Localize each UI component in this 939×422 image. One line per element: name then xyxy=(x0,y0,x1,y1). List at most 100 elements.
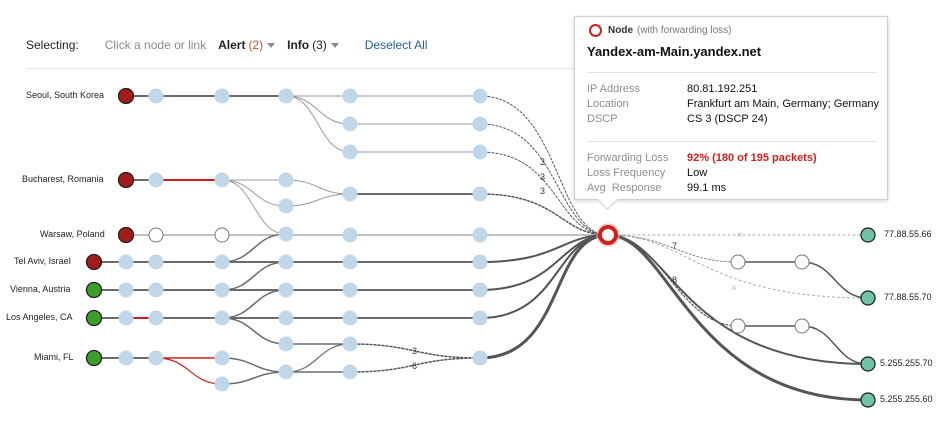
link[interactable] xyxy=(349,357,481,373)
hop-node[interactable] xyxy=(118,254,134,270)
source-label[interactable]: Seoul, South Korea xyxy=(26,90,105,100)
source-label[interactable]: Los Angeles, CA xyxy=(6,312,73,322)
source-node-warsaw[interactable] xyxy=(117,226,135,244)
link[interactable] xyxy=(285,193,351,207)
destination-node[interactable] xyxy=(860,290,876,306)
hop-node[interactable] xyxy=(214,310,230,326)
link[interactable] xyxy=(285,343,351,373)
link[interactable] xyxy=(221,179,287,207)
hop-node[interactable] xyxy=(278,364,294,380)
hop-node[interactable] xyxy=(342,310,358,326)
hop-node[interactable] xyxy=(118,310,134,326)
hop-node[interactable] xyxy=(214,282,230,298)
destination-label[interactable]: 77.88.55.66 xyxy=(884,229,932,239)
hop-node[interactable] xyxy=(278,226,294,242)
link[interactable] xyxy=(349,343,481,359)
hop-node[interactable] xyxy=(278,88,294,104)
link[interactable] xyxy=(607,234,869,365)
link[interactable] xyxy=(221,289,287,319)
hop-node[interactable] xyxy=(118,282,134,298)
link[interactable] xyxy=(285,179,351,195)
hop-node[interactable] xyxy=(472,88,488,104)
hop-node[interactable] xyxy=(214,376,230,392)
hop-node[interactable] xyxy=(148,350,164,366)
link[interactable] xyxy=(479,123,609,236)
destination-label[interactable]: 5.255.255.60 xyxy=(880,394,933,404)
destination-node[interactable] xyxy=(860,227,876,243)
loss-link[interactable] xyxy=(155,357,223,385)
destination-label[interactable]: 5.255.255.70 xyxy=(880,358,933,368)
hop-node[interactable] xyxy=(472,227,488,243)
hop-node[interactable] xyxy=(472,350,488,366)
hop-node[interactable] xyxy=(342,144,358,160)
hop-node[interactable] xyxy=(148,254,164,270)
deselect-all-link[interactable]: Deselect All xyxy=(364,38,428,52)
hop-node[interactable] xyxy=(472,186,488,202)
hop-node[interactable] xyxy=(472,116,488,132)
source-node-los-angeles[interactable] xyxy=(85,309,103,327)
source-node-miami[interactable] xyxy=(85,349,103,367)
hop-node[interactable] xyxy=(148,172,164,188)
source-node-bucharest[interactable] xyxy=(117,171,135,189)
hop-node[interactable] xyxy=(472,310,488,326)
destination-node[interactable] xyxy=(860,356,876,372)
source-node-tel-aviv[interactable] xyxy=(85,253,103,271)
hop-node[interactable] xyxy=(214,88,230,104)
hop-node[interactable] xyxy=(118,350,134,366)
source-label[interactable]: Tel Aviv, Israel xyxy=(14,256,71,266)
hop-node[interactable] xyxy=(342,116,358,132)
hop-node[interactable] xyxy=(148,310,164,326)
hop-node[interactable] xyxy=(342,186,358,202)
hop-node[interactable] xyxy=(342,88,358,104)
link[interactable] xyxy=(607,234,739,263)
hop-node[interactable] xyxy=(278,310,294,326)
link[interactable] xyxy=(801,261,869,299)
link[interactable] xyxy=(221,233,287,263)
hop-node[interactable] xyxy=(278,254,294,270)
destination-label[interactable]: 77.88.55.70 xyxy=(884,292,932,302)
source-label[interactable]: Bucharest, Romania xyxy=(22,174,104,184)
hop-node[interactable] xyxy=(278,198,294,214)
link[interactable] xyxy=(479,234,609,291)
source-label[interactable]: Warsaw, Poland xyxy=(40,229,105,239)
source-label[interactable]: Vienna, Austria xyxy=(10,284,71,294)
hop-node[interactable] xyxy=(472,254,488,270)
unresponsive-node[interactable] xyxy=(794,318,810,334)
unresponsive-node[interactable] xyxy=(794,254,810,270)
hop-node[interactable] xyxy=(278,336,294,352)
hop-node[interactable] xyxy=(148,282,164,298)
selected-node-ring-icon[interactable] xyxy=(598,225,618,245)
hop-node[interactable] xyxy=(214,350,230,366)
link[interactable] xyxy=(479,193,609,236)
unresponsive-node[interactable] xyxy=(148,227,164,243)
unresponsive-node[interactable] xyxy=(730,318,746,334)
link[interactable] xyxy=(479,234,609,319)
hop-node[interactable] xyxy=(342,254,358,270)
link[interactable] xyxy=(606,233,870,402)
hop-node[interactable] xyxy=(214,254,230,270)
hop-node[interactable] xyxy=(214,172,230,188)
link[interactable] xyxy=(221,179,287,235)
link[interactable] xyxy=(221,371,287,385)
hop-node[interactable] xyxy=(278,172,294,188)
link[interactable] xyxy=(479,95,609,236)
link[interactable] xyxy=(221,357,287,373)
hop-node[interactable] xyxy=(472,282,488,298)
link[interactable] xyxy=(479,151,609,236)
info-filter-dropdown[interactable]: Info (3) xyxy=(287,38,339,52)
source-label[interactable]: Miami, FL xyxy=(34,352,74,362)
link[interactable] xyxy=(801,325,869,365)
alert-filter-dropdown[interactable]: Alert (2) xyxy=(218,38,276,52)
hop-node[interactable] xyxy=(342,227,358,243)
hop-node[interactable] xyxy=(472,144,488,160)
hop-node[interactable] xyxy=(342,282,358,298)
hop-node[interactable] xyxy=(342,364,358,380)
source-node-seoul[interactable] xyxy=(117,87,135,105)
unresponsive-node[interactable] xyxy=(214,227,230,243)
unresponsive-node[interactable] xyxy=(730,254,746,270)
hop-node[interactable] xyxy=(342,336,358,352)
hop-node[interactable] xyxy=(278,282,294,298)
hop-node[interactable] xyxy=(148,88,164,104)
link[interactable] xyxy=(478,233,610,360)
link[interactable] xyxy=(221,261,287,291)
